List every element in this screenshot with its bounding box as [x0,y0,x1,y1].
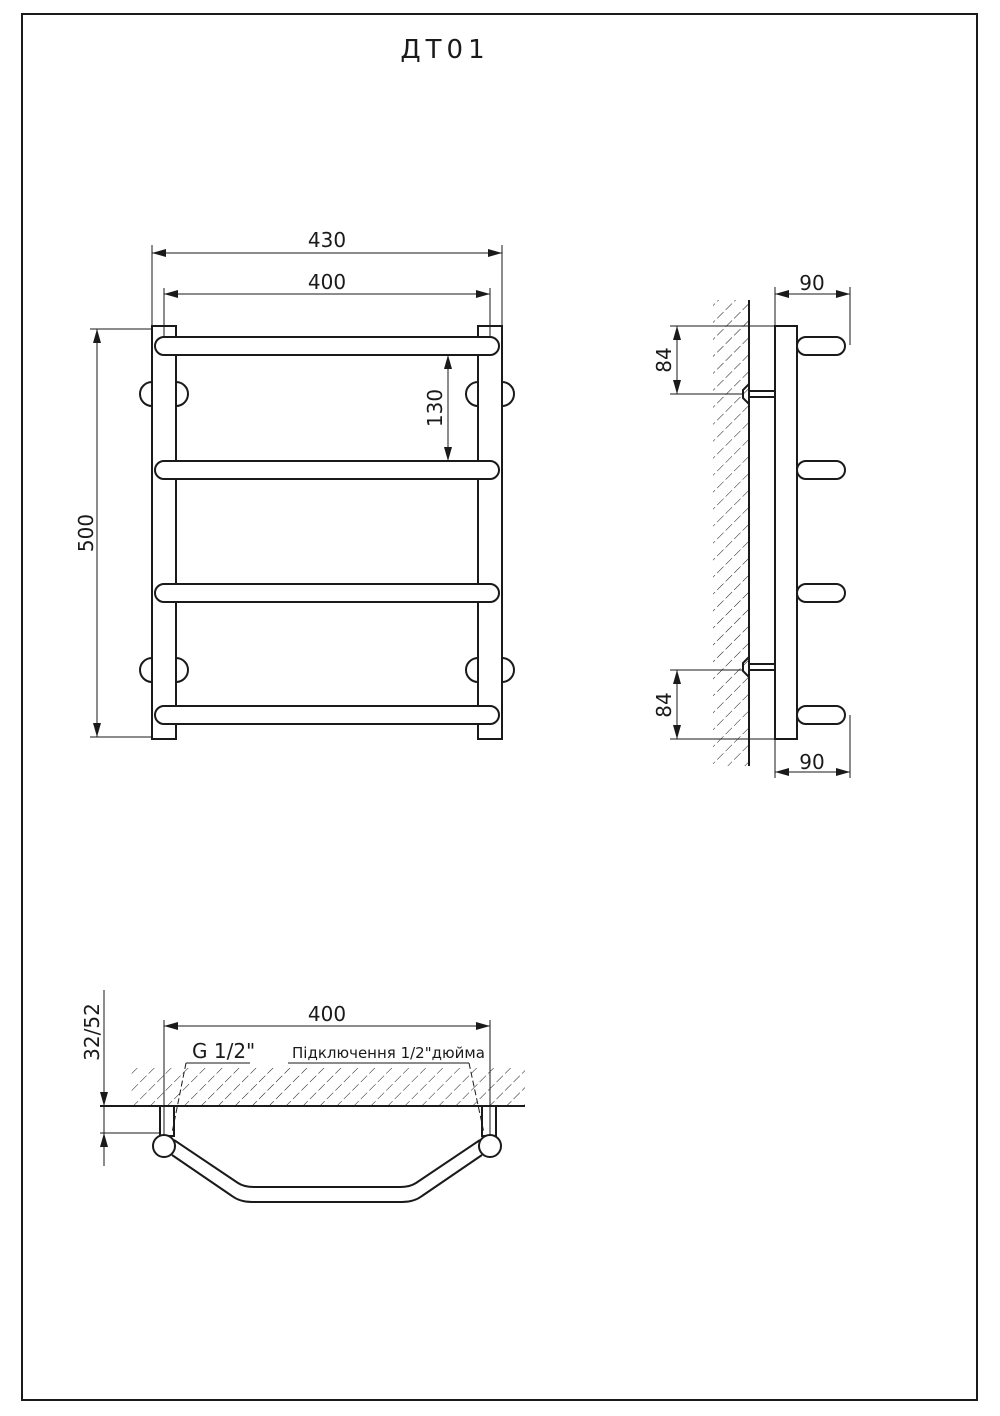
side-bar-2 [796,460,846,480]
collector-left-top [152,1134,176,1158]
side-bar-4 [796,705,846,725]
dim-depth-bottom: 90 [799,750,824,774]
fitting-right [481,1105,497,1137]
bent-rail-outer [171,1154,483,1203]
dim-mount-top: 84 [652,347,676,372]
dim-inner-width: 400 [308,270,346,294]
dim-height: 500 [74,514,98,552]
rail-bar-1 [154,336,500,356]
bracket-right-top-r [501,381,515,407]
collector-right-top [478,1134,502,1158]
dim-wall-offset: 32/52 [80,1003,104,1061]
left-collector [151,325,177,740]
dim-mount-bottom: 84 [652,692,676,717]
side-bar-3 [796,583,846,603]
bracket-right-bottom [465,657,479,683]
bracket-left-bottom-r [175,657,189,683]
dim-overall-width: 430 [308,228,346,252]
rail-bar-2 [154,460,500,480]
front-view: 430 400 500 130 [74,228,515,740]
rail-bar-4 [154,705,500,725]
drawing-title: ДТ01 [400,35,489,65]
bracket-left-top-r [175,381,189,407]
top-wall-hatch [130,1068,525,1106]
side-bar-1 [796,336,846,356]
thread-label: G 1/2" [192,1039,255,1063]
mount-bottom [748,663,776,671]
sheet-frame [21,13,978,1401]
bent-rail-inner [173,1139,481,1188]
dim-top-width: 400 [308,1002,346,1026]
dim-bar-spacing: 130 [423,389,447,427]
connection-note: Підключення 1/2"дюйма [292,1044,485,1062]
top-view: 400 32/52 G 1/2" Підключення 1/2"дюйма [80,990,525,1203]
bracket-left-bottom [139,657,153,683]
mount-top [748,390,776,398]
bracket-left-top [139,381,153,407]
right-collector [477,325,503,740]
fitting-left [159,1105,175,1137]
rail-bar-3 [154,583,500,603]
side-view: 90 90 84 84 [652,271,851,778]
dim-depth-top: 90 [799,271,824,295]
wall-hatch [713,300,749,766]
bracket-right-top [465,381,479,407]
side-collector [774,325,798,740]
bracket-right-bottom-r [501,657,515,683]
